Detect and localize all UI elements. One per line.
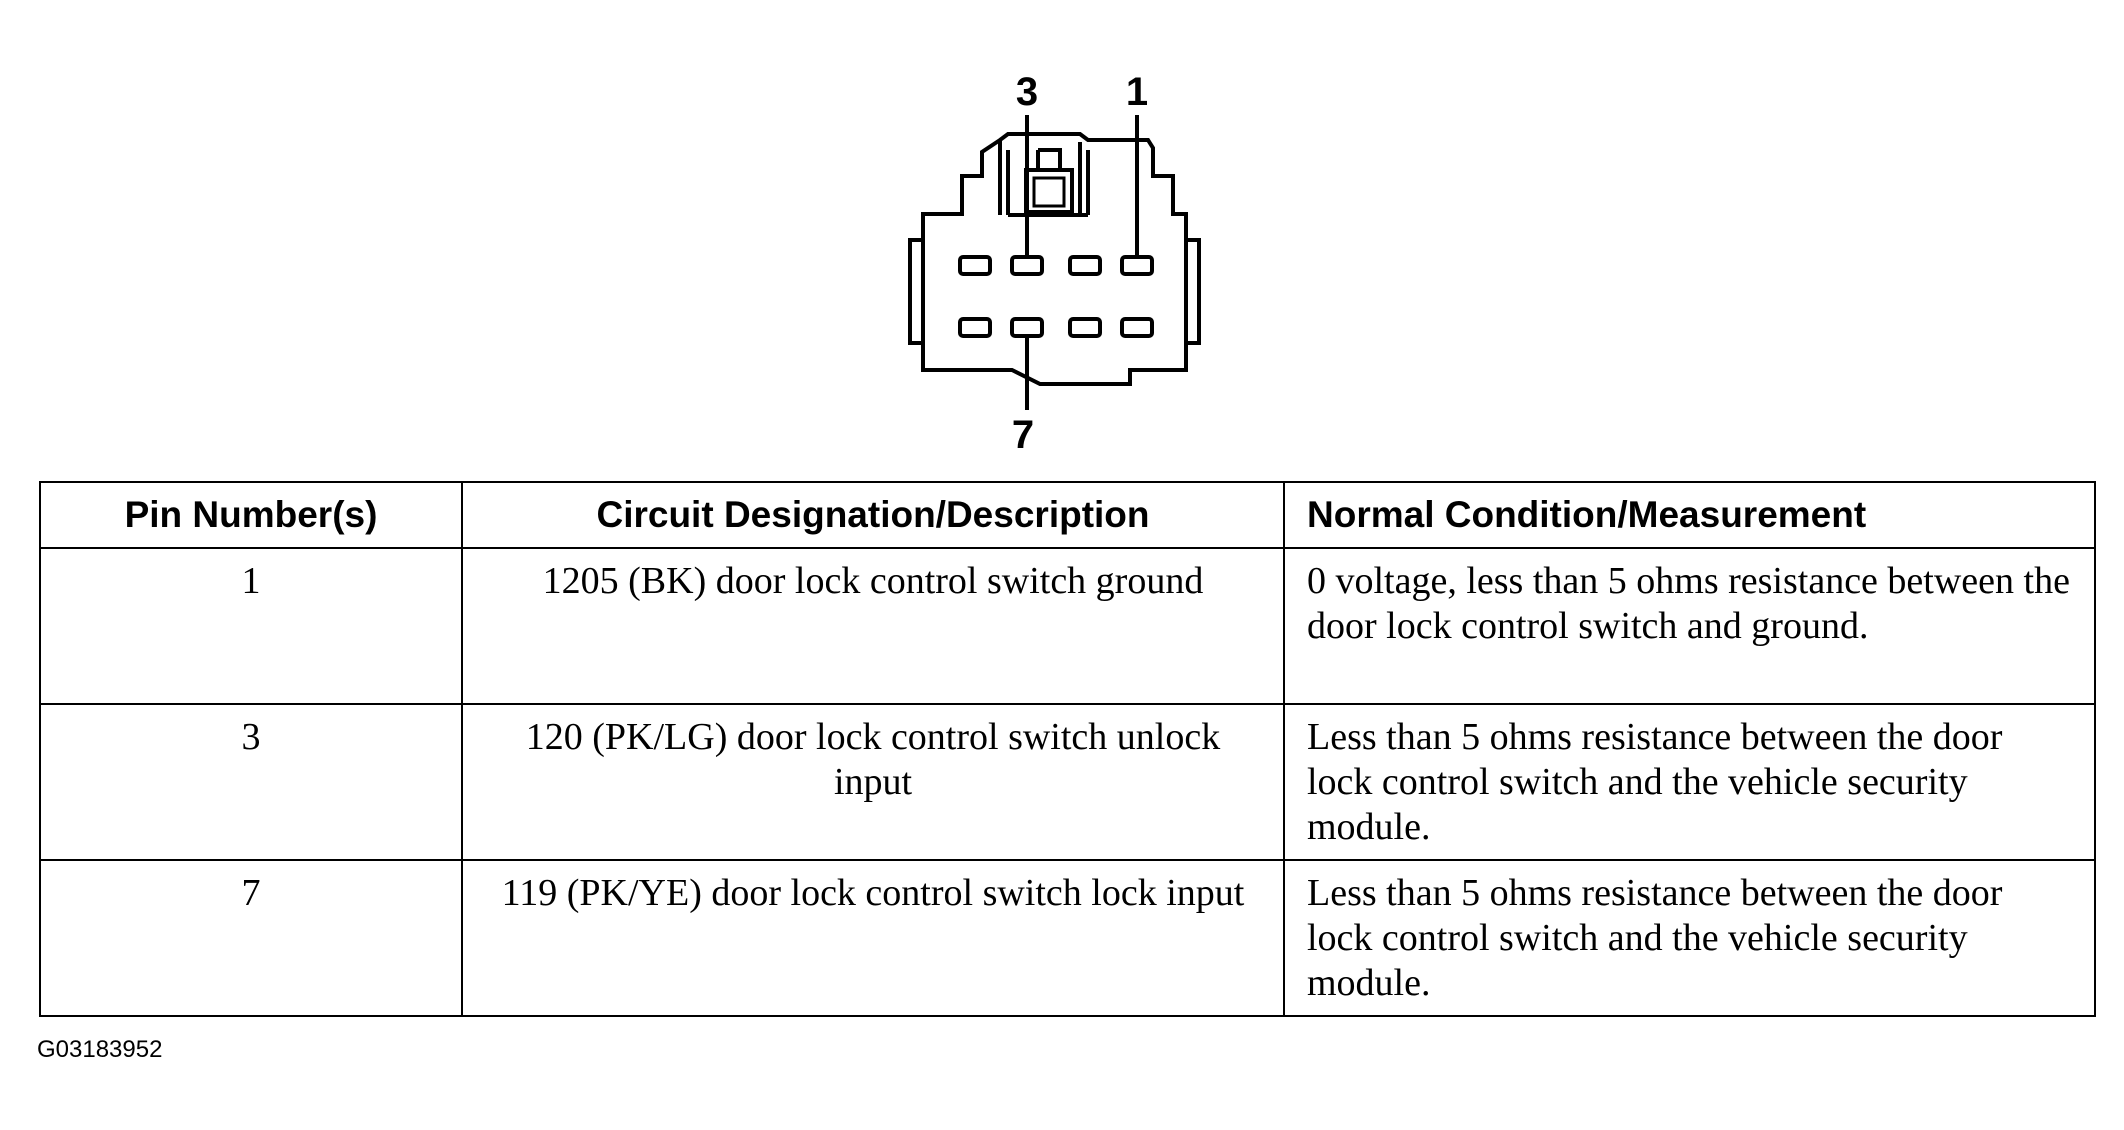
- pin-cavity-8: [958, 317, 992, 338]
- pin-cavity-4: [958, 255, 992, 276]
- connector-latch: [998, 140, 1090, 217]
- pin-label-1: 1: [1126, 70, 1148, 114]
- table-row: 7 119 (PK/YE) door lock control switch l…: [39, 859, 2096, 1017]
- cell-circuit: 119 (PK/YE) door lock control switch loc…: [461, 859, 1285, 1017]
- cell-pin: 1: [39, 547, 463, 705]
- cell-condition: Less than 5 ohms resistance between the …: [1283, 859, 2096, 1017]
- cell-circuit: 120 (PK/LG) door lock control switch unl…: [461, 703, 1285, 861]
- connector-right-rib: [1186, 238, 1201, 345]
- connector-latch-inner: [1032, 176, 1066, 208]
- table-row: 1 1205 (BK) door lock control switch gro…: [39, 547, 2096, 705]
- pin-cavity-7: [1010, 317, 1044, 338]
- table-header-row: Pin Number(s) Circuit Designation/Descri…: [39, 481, 2096, 549]
- cell-pin: 3: [39, 703, 463, 861]
- pin-cavity-6: [1068, 317, 1102, 338]
- header-normal-condition: Normal Condition/Measurement: [1283, 481, 2096, 549]
- cell-circuit: 1205 (BK) door lock control switch groun…: [461, 547, 1285, 705]
- connector-left-rib: [908, 238, 923, 345]
- figure-id: G03183952: [37, 1036, 163, 1063]
- pin-label-7: 7: [1012, 413, 1034, 457]
- cell-condition: Less than 5 ohms resistance between the …: [1283, 703, 2096, 861]
- connector-body: [921, 132, 1188, 386]
- pin-cavity-2: [1068, 255, 1102, 276]
- cell-condition: 0 voltage, less than 5 ohms resistance b…: [1283, 547, 2096, 705]
- header-pin-numbers: Pin Number(s): [39, 481, 463, 549]
- cell-pin: 7: [39, 859, 463, 1017]
- connector-diagram: 3 1 7: [908, 70, 1201, 457]
- connector-latch-tab: [1036, 148, 1062, 170]
- pin-table: Pin Number(s) Circuit Designation/Descri…: [39, 481, 2096, 1017]
- pin-cavity-1: [1120, 255, 1154, 276]
- pin-cavity-3: [1010, 255, 1044, 276]
- pin-label-3: 3: [1016, 70, 1038, 114]
- table-row: 3 120 (PK/LG) door lock control switch u…: [39, 703, 2096, 861]
- header-circuit-description: Circuit Designation/Description: [461, 481, 1285, 549]
- pin-cavity-5: [1120, 317, 1154, 338]
